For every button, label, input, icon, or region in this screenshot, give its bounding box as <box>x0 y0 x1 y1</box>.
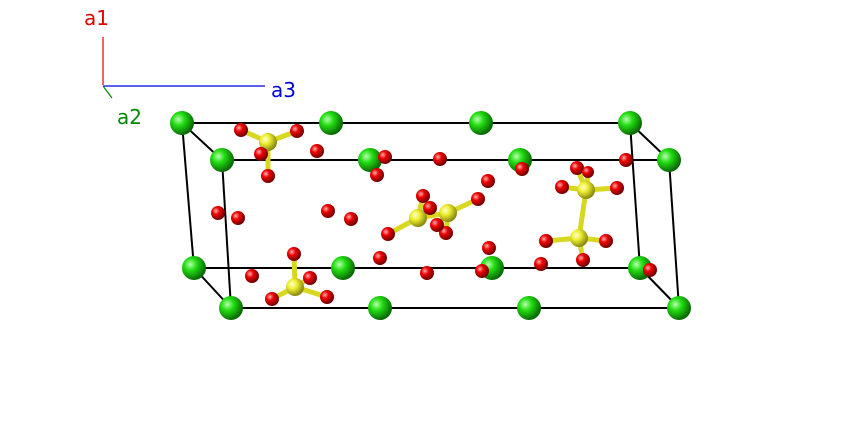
red-atom[interactable] <box>433 152 447 166</box>
green-atom[interactable] <box>319 111 343 135</box>
red-atom[interactable] <box>475 264 489 278</box>
red-atom[interactable] <box>370 168 384 182</box>
green-atom[interactable] <box>170 111 194 135</box>
cell-edge <box>668 159 680 309</box>
unit-cell <box>181 122 680 309</box>
red-atom[interactable] <box>515 162 529 176</box>
red-atom[interactable] <box>231 211 245 225</box>
red-atom[interactable] <box>482 241 496 255</box>
red-atom[interactable] <box>570 161 584 175</box>
red-atom[interactable] <box>254 147 268 161</box>
green-atom[interactable] <box>667 296 691 320</box>
green-atom[interactable] <box>469 111 493 135</box>
cell-edge <box>629 122 641 269</box>
red-atom[interactable] <box>416 189 430 203</box>
yellow-atom[interactable] <box>259 133 277 151</box>
yellow-atom[interactable] <box>570 229 588 247</box>
red-atom[interactable] <box>310 144 324 158</box>
green-atom[interactable] <box>210 148 234 172</box>
red-atom[interactable] <box>534 257 548 271</box>
green-atom[interactable] <box>368 296 392 320</box>
axis-a1-label: a1 <box>84 6 109 30</box>
red-atom[interactable] <box>320 290 334 304</box>
green-atoms <box>170 111 691 320</box>
red-atom[interactable] <box>582 166 594 178</box>
red-atom[interactable] <box>539 234 553 248</box>
green-atom[interactable] <box>657 148 681 172</box>
red-atom[interactable] <box>261 169 275 183</box>
red-atom[interactable] <box>481 174 495 188</box>
green-atom[interactable] <box>618 111 642 135</box>
yellow-atoms <box>259 133 595 296</box>
red-atom[interactable] <box>471 192 485 206</box>
axis-a2-line <box>102 85 113 99</box>
red-atom[interactable] <box>610 181 624 195</box>
red-atom[interactable] <box>234 123 248 137</box>
red-atom[interactable] <box>287 247 301 261</box>
green-atom[interactable] <box>517 296 541 320</box>
red-atom[interactable] <box>373 251 387 265</box>
red-atom[interactable] <box>344 212 358 226</box>
red-atom[interactable] <box>576 253 590 267</box>
red-atom[interactable] <box>643 263 657 277</box>
red-atom[interactable] <box>290 124 304 138</box>
red-atoms <box>211 123 657 306</box>
axis-a2-label: a2 <box>117 105 142 129</box>
cell-edge <box>181 122 195 269</box>
red-atom[interactable] <box>381 227 395 241</box>
axis-triad: a1 a3 a2 <box>84 6 296 129</box>
yellow-atom[interactable] <box>577 181 595 199</box>
yellow-atom[interactable] <box>439 204 457 222</box>
red-atom[interactable] <box>420 266 434 280</box>
green-atom[interactable] <box>358 148 382 172</box>
axis-a3-label: a3 <box>271 78 296 102</box>
red-atom[interactable] <box>321 204 335 218</box>
red-atom[interactable] <box>599 234 613 248</box>
green-atom[interactable] <box>182 256 206 280</box>
yellow-atom[interactable] <box>409 209 427 227</box>
cell-edge <box>221 159 232 309</box>
red-atom[interactable] <box>555 180 569 194</box>
red-atom[interactable] <box>245 269 259 283</box>
red-atom[interactable] <box>303 271 317 285</box>
red-atom[interactable] <box>619 153 633 167</box>
red-atom[interactable] <box>265 292 279 306</box>
green-atom[interactable] <box>219 296 243 320</box>
red-atom[interactable] <box>211 206 225 220</box>
green-atom[interactable] <box>331 256 355 280</box>
red-atom[interactable] <box>378 150 392 164</box>
red-atom[interactable] <box>439 226 453 240</box>
yellow-atom[interactable] <box>286 278 304 296</box>
red-atom[interactable] <box>423 201 437 215</box>
red-atom[interactable] <box>430 218 444 232</box>
